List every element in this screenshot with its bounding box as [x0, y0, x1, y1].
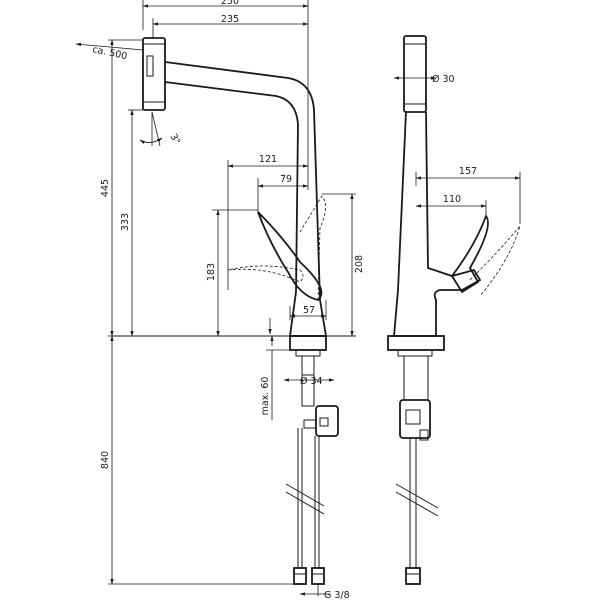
dim-183: 183: [206, 263, 217, 281]
dim-3deg: 3°: [167, 132, 182, 147]
dim-110: 110: [443, 194, 461, 205]
dim-157: 157: [459, 166, 477, 177]
side-view: Ø 30 157 110: [387, 35, 521, 585]
handle-solid: [257, 211, 323, 301]
dim-57: 57: [303, 305, 315, 316]
spout-arm: [164, 61, 321, 301]
dim-dia30: Ø 30: [432, 74, 455, 85]
front-view: 250 235 ca. 500 3° 445 333 121 79 183: [75, 0, 365, 600]
dim-max60: max. 60: [260, 377, 271, 416]
valve-block: [315, 405, 339, 437]
base-plate: [289, 335, 327, 351]
side-handle: [450, 214, 489, 294]
handle-open: [227, 265, 304, 283]
side-spray-head: [403, 35, 427, 113]
dim-208: 208: [354, 255, 365, 273]
dim-840: 840: [100, 451, 111, 469]
dim-445: 445: [100, 179, 111, 197]
dim-333: 333: [120, 213, 131, 231]
hose-fitting-2: [311, 567, 325, 585]
dim-dia34: Ø 34: [300, 376, 323, 387]
spray-head: [142, 37, 166, 111]
hose-fitting-1: [293, 567, 307, 585]
dim-235: 235: [221, 14, 239, 25]
side-hose-fitting: [405, 567, 421, 585]
dim-ca500: ca. 500: [91, 44, 128, 62]
side-valve: [399, 399, 431, 439]
dim-250: 250: [221, 0, 239, 7]
side-body: [393, 111, 482, 337]
side-base-plate: [387, 335, 445, 351]
dim-121: 121: [259, 154, 277, 165]
dim-g38: G 3/8: [324, 590, 350, 600]
dim-79: 79: [280, 174, 292, 185]
